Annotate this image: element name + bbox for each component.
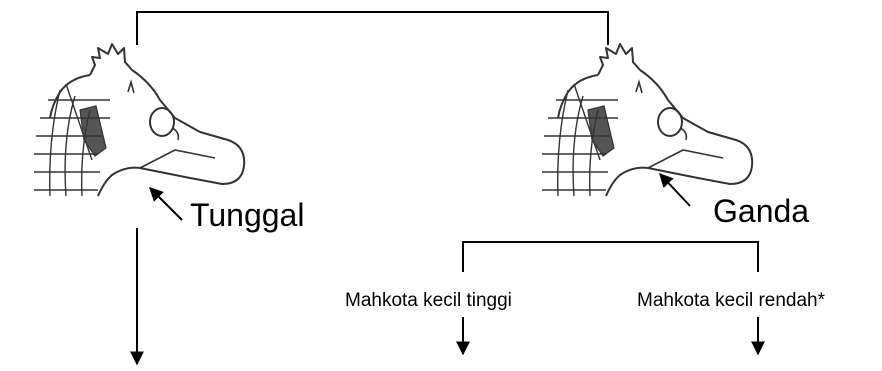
pointer-arrow-right xyxy=(660,174,690,206)
top-connector-line xyxy=(137,12,608,45)
label-ganda: Ganda xyxy=(713,193,809,230)
seahorse-head-icon-right xyxy=(542,44,752,196)
seahorse-head-icon-left xyxy=(34,44,244,196)
label-tunggal: Tunggal xyxy=(190,197,304,234)
label-mahkota-kecil-rendah: Mahkota kecil rendah* xyxy=(637,290,825,312)
label-mahkota-kecil-tinggi: Mahkota kecil tinggi xyxy=(345,290,512,312)
split-bracket xyxy=(463,242,758,272)
pointer-arrow-left xyxy=(150,188,182,220)
